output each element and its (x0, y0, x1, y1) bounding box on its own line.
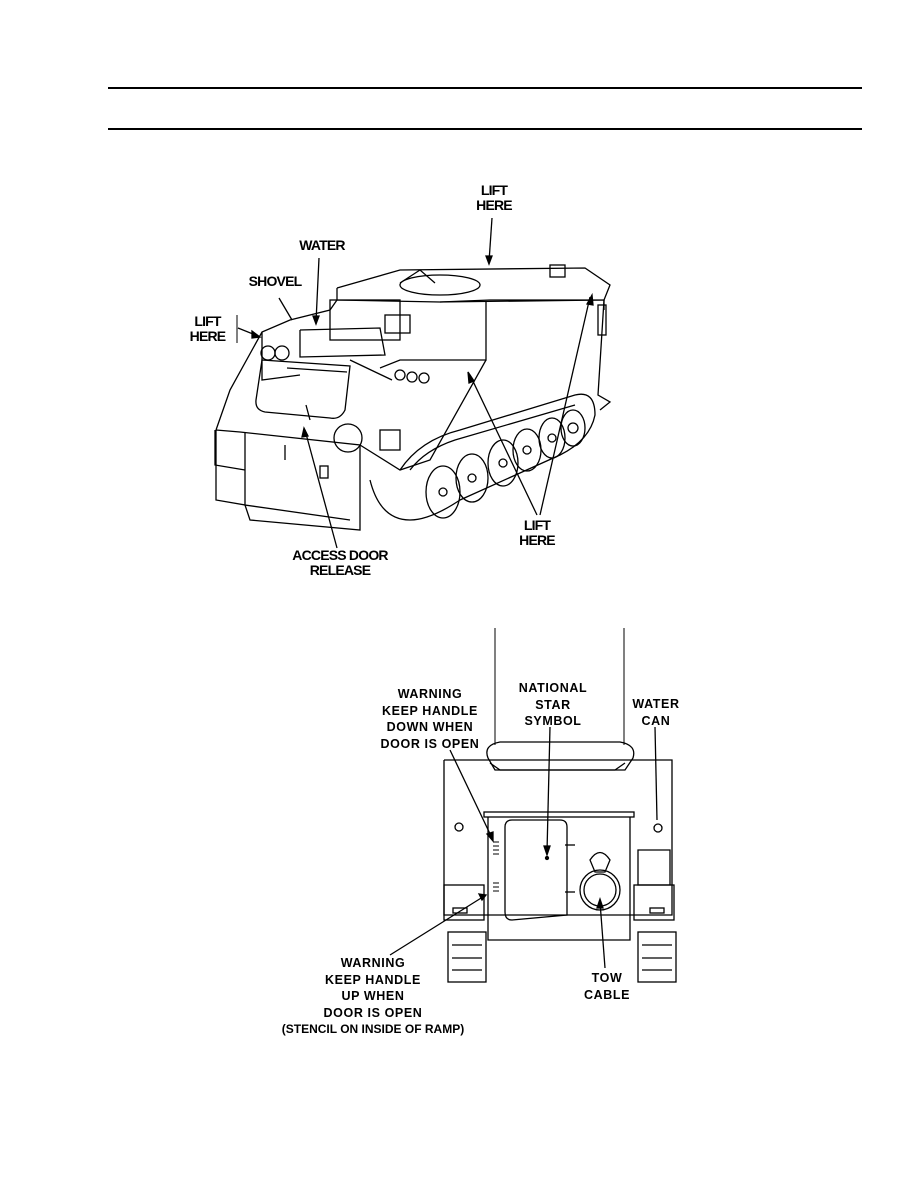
label-line: KEEP HANDLE (325, 972, 421, 987)
label-line: HERE (189, 328, 227, 344)
label-warning-handle-up: WARNING KEEP HANDLE UP WHEN DOOR IS OPEN… (273, 955, 473, 1038)
label-shovel: SHOVEL (235, 274, 315, 289)
label-line: WARNING (340, 956, 406, 970)
label-line: RELEASE (309, 562, 371, 578)
label-line: WATER (299, 237, 345, 253)
label-line: ACCESS DOOR (292, 547, 388, 563)
label-line: CABLE (583, 987, 631, 1002)
label-line: NATIONAL (518, 681, 588, 695)
label-line: LIFT (480, 182, 508, 198)
label-line: KEEP HANDLE (382, 703, 478, 718)
header-rule-bottom (108, 128, 862, 130)
label-national-star-symbol: NATIONAL STAR SYMBOL (503, 680, 603, 730)
label-line: LIFT (194, 313, 221, 329)
label-line: (STENCIL ON INSIDE OF RAMP) (281, 1022, 465, 1036)
label-line: DOWN WHEN (386, 720, 474, 734)
label-line: TOW (591, 971, 623, 985)
label-tow-cable: TOW CABLE (572, 970, 642, 1003)
label-access-door-release: ACCESS DOOR RELEASE (270, 548, 410, 578)
label-line: SYMBOL (524, 714, 582, 728)
label-water: WATER (282, 238, 362, 253)
label-line: LIFT (523, 517, 551, 533)
label-line: WATER (632, 697, 680, 711)
label-water-can: WATER CAN (621, 696, 691, 729)
label-lift-here-top: LIFT HERE (464, 183, 524, 213)
label-line: STAR (535, 697, 571, 712)
label-lift-here-left: LIFT HERE (180, 314, 235, 344)
label-line: DOOR IS OPEN (323, 1005, 423, 1020)
label-line: DOOR IS OPEN (380, 736, 480, 751)
header-rule-top (108, 87, 862, 89)
label-line: CAN (641, 713, 671, 728)
label-line: SHOVEL (248, 273, 303, 289)
label-line: WARNING (397, 687, 463, 701)
label-lift-here-right: LIFT HERE (507, 518, 567, 548)
label-line: HERE (519, 532, 556, 548)
label-warning-handle-down: WARNING KEEP HANDLE DOWN WHEN DOOR IS OP… (370, 686, 490, 752)
label-line: HERE (476, 197, 513, 213)
label-line: UP WHEN (341, 989, 405, 1003)
